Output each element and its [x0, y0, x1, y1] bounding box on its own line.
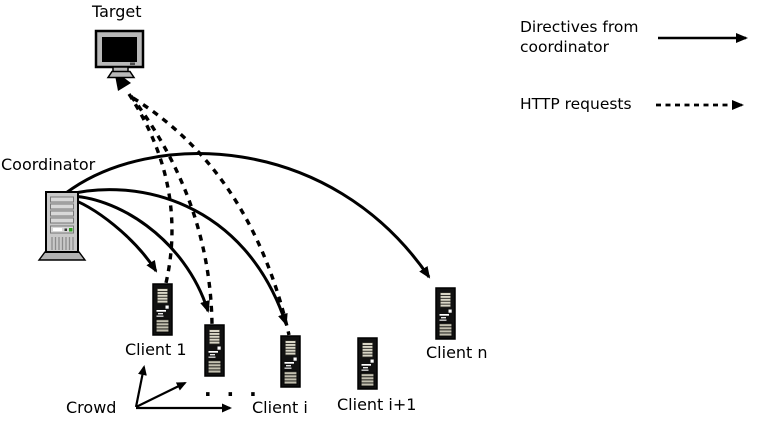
http-request-arrow-from-client-2: [129, 94, 214, 325]
crowd-arrow-diagonal: [135, 382, 187, 408]
client-i-plus-1-label: Client i+1: [337, 395, 417, 414]
target-monitor-icon: [94, 29, 145, 79]
legend-http-label: HTTP requests: [520, 95, 632, 113]
directive-arrow-to-client-i: [65, 188, 288, 326]
target-label: Target: [92, 2, 142, 21]
coordinator-label: Coordinator: [1, 155, 96, 174]
client-i-label: Client i: [252, 398, 308, 417]
client-1-label: Client 1: [125, 340, 187, 359]
client-i-tower-icon: [280, 335, 301, 388]
crowd-label: Crowd: [66, 398, 117, 417]
http-request-arrow-from-client-1: [127, 93, 174, 284]
directive-arrow-to-client-2: [65, 194, 210, 313]
client-i-plus-1-tower-icon: [357, 337, 378, 390]
directive-arrow-to-client-n: [65, 152, 431, 279]
client-n-label: Client n: [426, 343, 488, 362]
coordinator-tower-icon: [37, 191, 87, 261]
crowd-arrow-up: [134, 365, 147, 408]
legend-directives-line1: Directives from: [520, 18, 639, 36]
client-n-tower-icon: [435, 287, 456, 340]
client-1-tower-icon: [152, 283, 173, 336]
legend-directives-line2: coordinator: [520, 38, 609, 56]
more-clients-ellipsis: · · ·: [204, 382, 261, 406]
client-2-tower-icon: [204, 324, 225, 377]
